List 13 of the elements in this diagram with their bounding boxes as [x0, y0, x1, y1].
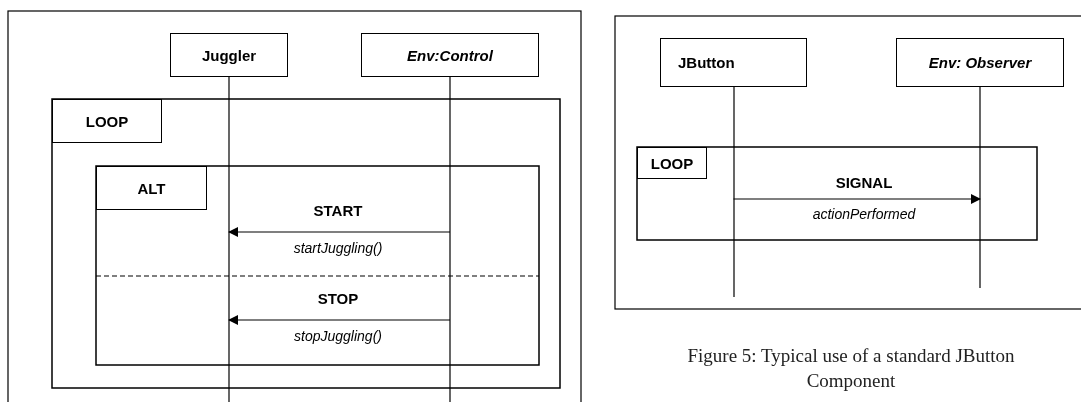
message-arrow [228, 315, 451, 325]
object-box: Env:Control [361, 33, 539, 77]
object-box: Juggler [170, 33, 288, 77]
object-box: Env: Observer [896, 38, 1064, 87]
fragment-label: LOOP [637, 147, 707, 179]
fragment-label: LOOP [52, 99, 162, 143]
message-label: stopJuggling() [292, 328, 384, 345]
message-arrow [732, 194, 981, 204]
fragment-label: ALT [96, 166, 207, 210]
message-label: startJuggling() [291, 240, 385, 257]
figure-caption: Figure 5: Typical use of a standard JButton Component [686, 344, 1016, 393]
message-arrow [228, 227, 451, 237]
object-box: JButton [660, 38, 807, 87]
